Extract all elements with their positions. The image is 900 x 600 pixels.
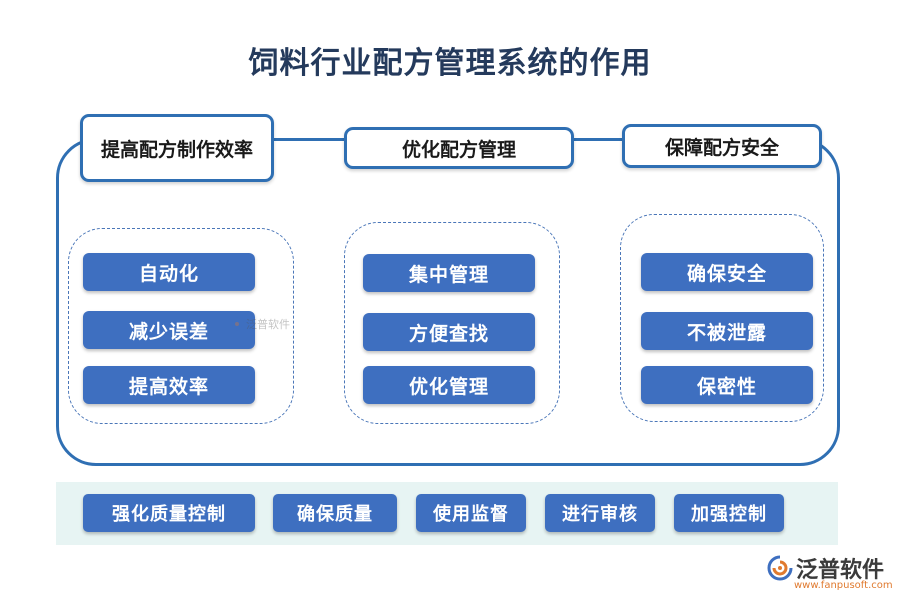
item-confidential: 保密性 <box>641 366 813 404</box>
column-heading-management: 优化配方管理 <box>344 127 574 169</box>
watermark-text: 泛普软件 <box>246 318 290 331</box>
item-centralized: 集中管理 <box>363 254 535 292</box>
item-improve-efficiency: 提高效率 <box>83 366 255 404</box>
main-frame <box>56 138 840 466</box>
bottom-item-quality-control: 强化质量控制 <box>83 494 255 532</box>
logo-url: www.fanpusoft.com <box>794 580 893 591</box>
page-title: 饲料行业配方管理系统的作用 <box>248 46 652 81</box>
bottom-item-ensure-quality: 确保质量 <box>273 494 397 532</box>
group-management <box>344 222 560 424</box>
bottom-item-audit: 进行审核 <box>545 494 655 532</box>
item-no-leak: 不被泄露 <box>641 312 813 350</box>
logo-icon <box>767 555 793 581</box>
logo-name: 泛普软件 <box>796 558 885 583</box>
column-heading-security: 保障配方安全 <box>622 124 822 168</box>
group-security <box>620 214 824 422</box>
brand-logo: 泛普软件 www.fanpusoft.com <box>766 552 896 596</box>
watermark: 泛普软件 <box>230 316 290 332</box>
column-heading-efficiency: 提高配方制作效率 <box>80 114 274 182</box>
bottom-item-strengthen-control: 加强控制 <box>674 494 784 532</box>
bottom-item-supervision: 使用监督 <box>416 494 526 532</box>
item-automation: 自动化 <box>83 253 255 291</box>
watermark-icon <box>230 317 244 331</box>
item-ensure-safety: 确保安全 <box>641 253 813 291</box>
item-easy-search: 方便查找 <box>363 313 535 351</box>
item-reduce-errors: 减少误差 <box>83 311 255 349</box>
group-efficiency <box>68 228 294 424</box>
item-optimize: 优化管理 <box>363 366 535 404</box>
